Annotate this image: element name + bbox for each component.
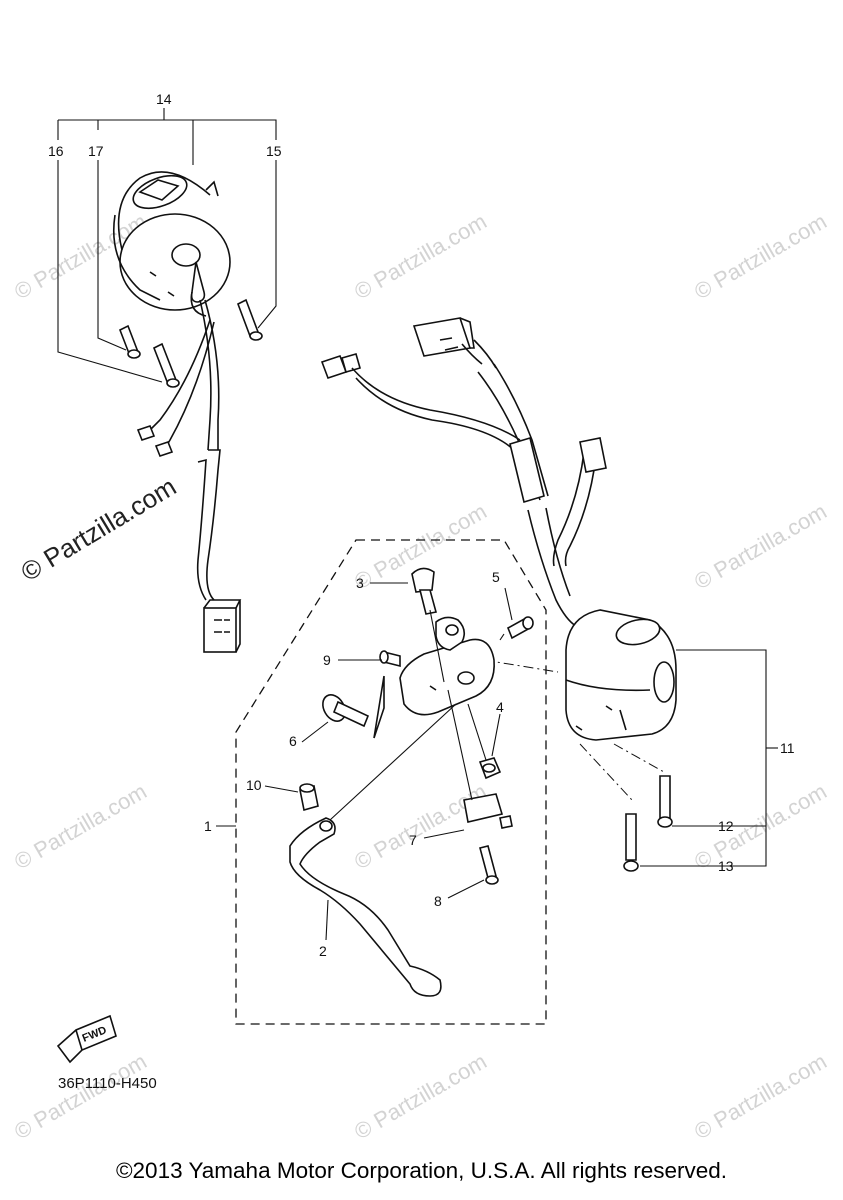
callout-5: 5 [492, 569, 500, 585]
callout-2: 2 [319, 943, 327, 959]
left-handlebar-switch [57, 108, 277, 653]
callout-1: 1 [204, 818, 212, 834]
callout-12: 12 [718, 818, 734, 834]
callout-10: 10 [246, 777, 262, 793]
callout-7: 7 [409, 832, 417, 848]
right-handlebar-switch [565, 609, 778, 872]
callout-labels: 1 2 3 4 5 6 7 8 9 10 11 12 13 14 15 16 1… [48, 91, 795, 959]
callout-3: 3 [356, 575, 364, 591]
callout-8: 8 [434, 893, 442, 909]
watermark: © Partzilla.com [350, 1049, 491, 1145]
copyright-notice: ©2013 Yamaha Motor Corporation, U.S.A. A… [115, 1158, 728, 1183]
callout-6: 6 [289, 733, 297, 749]
watermark: © Partzilla.com [690, 499, 831, 595]
right-switch-wiring [320, 317, 607, 627]
callout-15: 15 [266, 143, 282, 159]
watermark: © Partzilla.com [10, 779, 151, 875]
watermark: © Partzilla.com [690, 1049, 831, 1145]
watermark: © Partzilla.com [10, 1049, 151, 1145]
callout-14: 14 [156, 91, 172, 107]
watermark: © Partzilla.com [350, 779, 491, 875]
callout-9: 9 [323, 652, 331, 668]
lever-assembly [216, 539, 559, 1025]
diagram-code: 36P1110-H450 [58, 1075, 157, 1092]
callout-11: 11 [780, 740, 795, 756]
callout-17: 17 [88, 143, 104, 159]
watermark-large: © Partzilla.com [16, 471, 182, 587]
callout-4: 4 [496, 699, 504, 715]
callout-13: 13 [718, 858, 734, 874]
callout-16: 16 [48, 143, 64, 159]
watermark: © Partzilla.com [350, 209, 491, 305]
forward-direction-arrow-icon: FWD [56, 1014, 117, 1064]
callout-leaders [264, 582, 513, 941]
parts-diagram: © Partzilla.com © Partzilla.com © Partzi… [10, 91, 831, 1145]
watermark: © Partzilla.com [690, 209, 831, 305]
